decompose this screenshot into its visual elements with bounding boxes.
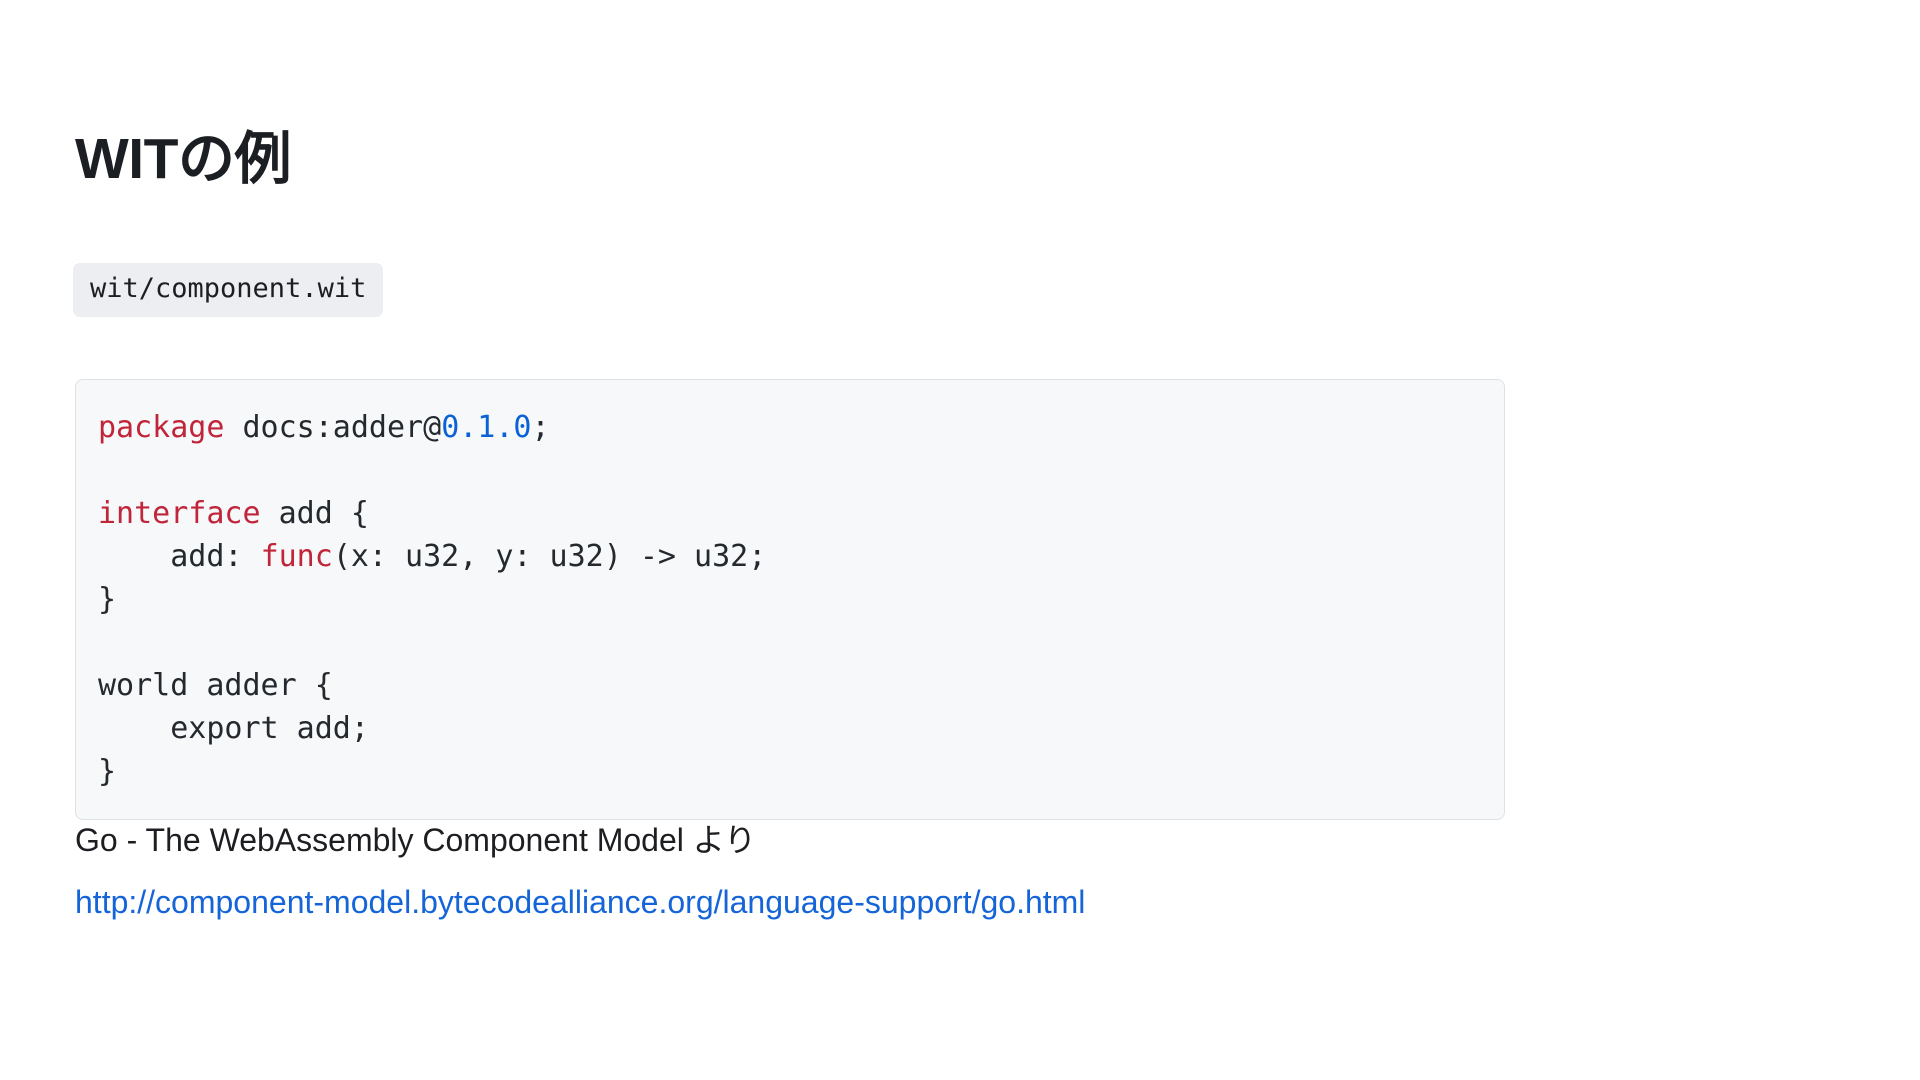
- code-token-plain: ;: [531, 410, 550, 445]
- code-token-plain: world adder {: [98, 668, 333, 703]
- page-title: WITの例: [75, 127, 291, 191]
- code-content: package docs:adder@0.1.0; interface add …: [98, 410, 766, 789]
- code-line: export add;: [98, 711, 369, 746]
- code-line: package docs:adder@0.1.0;: [98, 410, 550, 445]
- code-token-plain: docs:adder@: [224, 410, 442, 445]
- code-token-keyword: interface: [98, 496, 261, 531]
- code-token-number: 0.1.0: [441, 410, 532, 445]
- code-line: }: [98, 754, 116, 789]
- code-line: world adder {: [98, 668, 333, 703]
- code-token-plain: add:: [98, 539, 261, 574]
- code-token-keyword: func: [260, 539, 333, 574]
- code-token-plain: export add;: [98, 711, 369, 746]
- code-token-plain: add {: [260, 496, 369, 531]
- code-line: }: [98, 582, 116, 617]
- code-token-plain: }: [98, 582, 117, 617]
- code-line: add: func(x: u32, y: u32) -> u32;: [98, 539, 766, 574]
- code-block: package docs:adder@0.1.0; interface add …: [75, 379, 1505, 820]
- source-url-link[interactable]: http://component-model.bytecodealliance.…: [75, 884, 1086, 920]
- file-path-badge: wit/component.wit: [73, 263, 384, 317]
- code-token-plain: }: [98, 754, 117, 789]
- code-line: interface add {: [98, 496, 369, 531]
- code-token-keyword: package: [98, 410, 225, 445]
- code-token-plain: (x: u32, y: u32) -> u32;: [332, 539, 767, 574]
- source-caption: Go - The WebAssembly Component Model より: [75, 822, 757, 858]
